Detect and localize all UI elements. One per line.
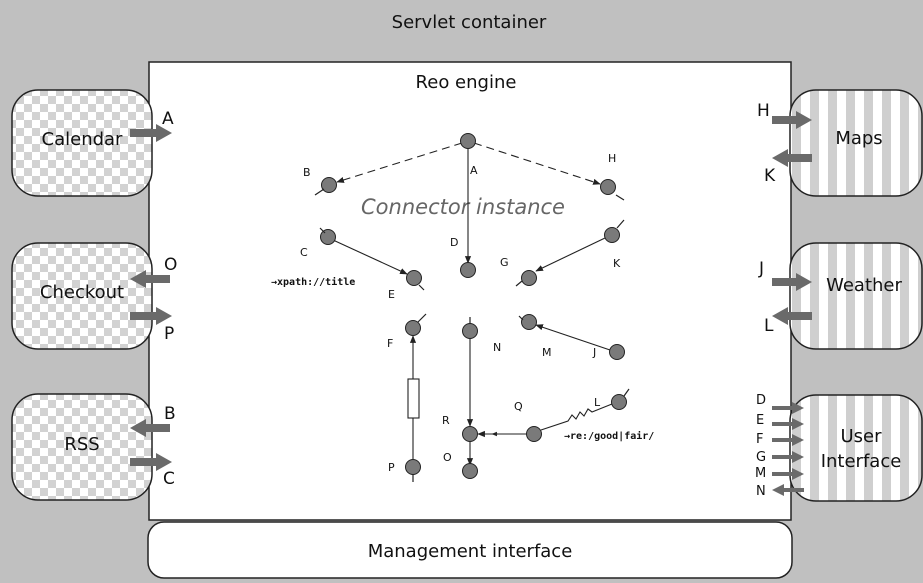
port-label-m: M [755,466,766,481]
port-label-e: E [756,413,764,428]
node-g[interactable] [521,270,537,286]
port-arrow-maps-k[interactable] [772,149,812,167]
port-arrow-rss-c[interactable] [130,453,172,471]
node-label-f: F [387,337,393,350]
node-label-d: D [450,236,458,249]
weather-component[interactable] [789,242,923,350]
maps-component[interactable] [789,89,923,197]
checkout-component[interactable] [11,242,153,350]
xpath-filter-label: →xpath://title [271,276,355,288]
node-l[interactable] [611,394,627,410]
port-arrow-ui-n[interactable] [772,484,804,496]
node-q[interactable] [526,426,542,442]
node-label-b: B [303,166,311,179]
maps-label: Maps [835,128,882,149]
node-label-h: H [608,152,616,165]
connector-instance-label: Connector instance [361,195,565,219]
node-label-n: N [493,341,501,354]
node-f[interactable] [405,320,421,336]
port-label-g: G [756,450,766,465]
channel-k-g [535,237,606,272]
user-interface-label-line1: User [840,426,882,447]
node-j[interactable] [609,344,625,360]
user-interface-label-line2: Interface [821,451,902,472]
port-arrow-weather-j[interactable] [772,273,812,291]
weather-label: Weather [826,275,902,296]
port-arrow-checkout-o[interactable] [130,270,170,288]
port-label-a: A [162,109,174,129]
port-label-b: B [164,404,176,424]
port-label-o: O [164,255,177,275]
node-c[interactable] [320,229,336,245]
port-label-k: K [764,166,776,186]
node-label-m: M [542,346,552,359]
port-label-d: D [756,393,766,408]
node-label-o: O [443,451,452,464]
port-arrow-ui-e[interactable] [772,418,804,430]
node-h[interactable] [600,179,616,195]
node-label-l: L [594,396,601,409]
port-label-l: L [764,316,774,336]
calendar-label: Calendar [42,129,124,150]
port-arrow-checkout-p[interactable] [130,307,172,325]
node-labels: A B H C D E G K F N M J L Q R P O [300,152,621,474]
node-d[interactable] [460,262,476,278]
port-arrow-ui-m[interactable] [772,468,804,480]
rss-component[interactable] [11,393,153,501]
checkout-label: Checkout [40,282,124,303]
node-label-r: R [442,414,450,427]
channel-a-h [473,142,601,185]
reo-engine-title: Reo engine [416,72,517,93]
node-tick-marks [314,188,630,482]
node-o[interactable] [462,463,478,479]
port-arrow-ui-f[interactable] [772,434,804,446]
node-p[interactable] [405,459,421,475]
port-label-f: F [756,432,763,447]
node-a[interactable] [460,133,476,149]
port-arrows [130,111,812,496]
node-label-c: C [300,246,308,259]
port-arrow-rss-b[interactable] [130,419,170,437]
connector-channels [332,142,613,466]
node-e[interactable] [406,270,422,286]
rss-label: RSS [64,434,99,455]
node-r[interactable] [462,426,478,442]
channel-l-q [540,403,613,431]
node-k[interactable] [604,227,620,243]
node-n[interactable] [462,323,478,339]
node-label-p: P [388,461,395,474]
port-arrow-maps-h[interactable] [772,111,812,129]
port-label-n: N [756,484,766,499]
port-arrow-calendar-a[interactable] [130,124,172,142]
port-arrow-ui-g[interactable] [772,451,804,463]
connector-nodes [320,133,627,479]
node-b[interactable] [321,177,337,193]
channel-j-m [535,324,611,351]
regex-filter-label: →re:/good|fair/ [564,430,654,442]
user-interface-component[interactable] [789,394,923,502]
node-label-a: A [470,164,478,177]
port-label-j: J [758,259,764,279]
node-label-g: G [500,256,509,269]
calendar-component[interactable] [11,89,153,197]
port-arrow-ui-d[interactable] [772,402,804,414]
port-label-p: P [164,324,174,344]
management-interface-label: Management interface [368,541,573,562]
servlet-container-title: Servlet container [392,12,547,33]
node-label-e: E [388,288,395,301]
node-label-j: J [592,346,596,359]
channel-a-b [336,142,463,183]
channel-p-f-buffer [407,378,420,419]
node-label-q: Q [514,400,523,413]
channel-c-e [332,239,408,275]
port-label-c: C [163,469,175,489]
port-arrow-weather-l[interactable] [772,307,812,325]
node-m[interactable] [521,314,537,330]
node-label-k: K [613,257,621,270]
management-interface-box[interactable] [147,521,793,579]
port-label-h: H [757,101,770,121]
